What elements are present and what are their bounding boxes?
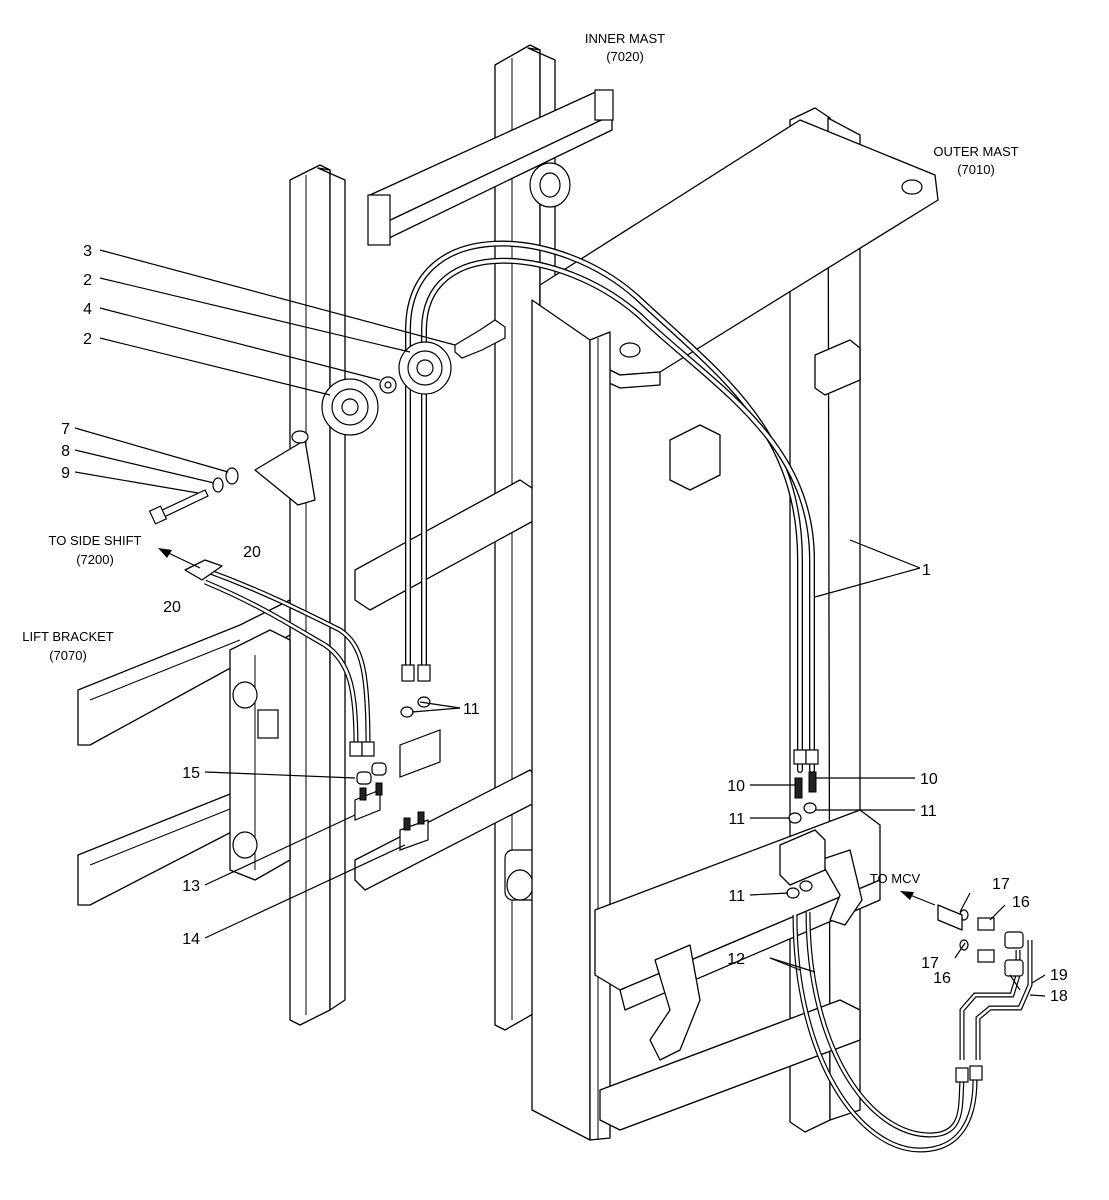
outer-mast-label: OUTER MAST — [933, 144, 1018, 159]
side-shift-label: TO SIDE SHIFT — [49, 533, 142, 548]
callout-2-lower: 2 — [83, 331, 92, 348]
outer-mast-code: (7010) — [957, 162, 995, 177]
assembly-labels: INNER MAST (7020) OUTER MAST (7010) TO S… — [22, 31, 1018, 886]
callout-2-upper: 2 — [83, 272, 92, 289]
lift-bracket-fittings — [354, 696, 441, 851]
lower-hoses-item-12 — [792, 911, 983, 1153]
callout-10-right: 10 — [920, 771, 938, 788]
outer-mast-drawing — [531, 107, 939, 1141]
inner-mast-drawing — [289, 44, 614, 1031]
bolt-washer-set — [148, 467, 239, 525]
callout-3: 3 — [83, 243, 92, 260]
tubes-items-18-19 — [937, 904, 1033, 1060]
callout-14: 14 — [182, 931, 200, 948]
callout-11-mid-left: 11 — [728, 811, 745, 828]
callout-8: 8 — [61, 443, 70, 460]
callout-16-upper: 16 — [1012, 894, 1030, 911]
upper-hoses-item-1 — [401, 240, 819, 773]
callout-20-upper: 20 — [243, 544, 261, 561]
sheave-assembly — [254, 319, 506, 506]
callout-19: 19 — [1050, 967, 1068, 984]
callout-18: 18 — [1050, 988, 1068, 1005]
callout-17-lower: 17 — [921, 955, 939, 972]
callout-10-left: 10 — [727, 778, 745, 795]
leader-lines — [74, 249, 1046, 997]
callout-11-mid-right: 11 — [920, 803, 937, 820]
lift-bracket-code: (7070) — [49, 648, 87, 663]
callout-numbers: 3 2 4 2 7 8 9 20 20 1 11 10 10 11 11 11 … — [61, 243, 1068, 1005]
callout-13: 13 — [182, 878, 200, 895]
lift-bracket-label: LIFT BRACKET — [22, 629, 114, 644]
callout-15: 15 — [182, 765, 200, 782]
callout-20-lower: 20 — [163, 599, 181, 616]
callout-9: 9 — [61, 465, 70, 482]
to-mcv-label: TO MCV — [870, 871, 921, 886]
side-shift-hoses-item-20 — [184, 559, 375, 757]
callout-11-lower: 11 — [728, 888, 745, 905]
callout-7: 7 — [61, 421, 70, 438]
lift-bracket-drawing — [77, 599, 291, 906]
callout-12: 12 — [727, 951, 745, 968]
side-shift-code: (7200) — [76, 552, 114, 567]
callout-11-left: 11 — [463, 701, 480, 718]
callout-17-upper: 17 — [992, 876, 1010, 893]
outer-mast-fittings — [786, 771, 817, 899]
callout-16-lower: 16 — [933, 970, 951, 987]
inner-mast-label: INNER MAST — [585, 31, 665, 46]
callout-4: 4 — [83, 301, 92, 318]
callout-1: 1 — [922, 562, 931, 579]
inner-mast-code: (7020) — [606, 49, 644, 64]
